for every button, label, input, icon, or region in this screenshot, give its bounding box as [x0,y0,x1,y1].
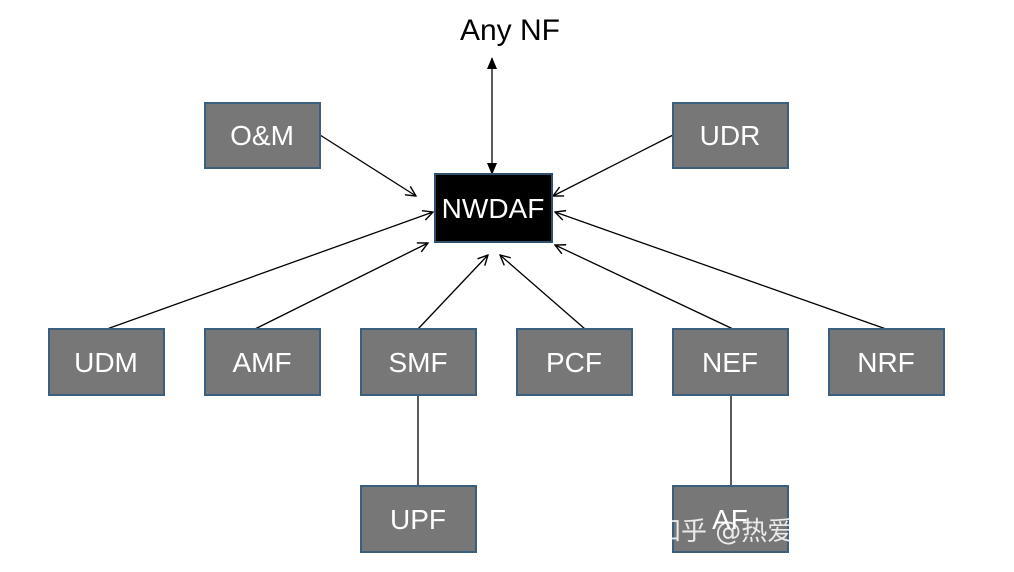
edge-udm-nwdaf [106,212,433,330]
node-nrf: NRF [828,328,945,396]
node-pcf: PCF [516,328,633,396]
edge-om-nwdaf [319,134,416,196]
node-pcf-label: PCF [546,347,602,378]
watermark-zhihu: 知乎 @热爱编程的通信人 [655,517,949,547]
node-upf-label: UPF [390,504,446,535]
node-smf-label: SMF [388,347,447,378]
node-amf: AMF [204,328,321,396]
node-om-label: O&M [230,120,294,151]
node-nrf-label: NRF [857,347,915,378]
node-amf-label: AMF [232,347,291,378]
node-smf: SMF [360,328,477,396]
node-udr-label: UDR [700,120,761,151]
node-upf: UPF [360,485,477,553]
edge-nrf-nwdaf [555,212,887,330]
node-udr: UDR [672,102,789,169]
node-af: AF [672,485,789,553]
edge-pcf-nwdaf [500,255,586,330]
node-nwdaf: NWDAF [434,173,553,243]
node-om: O&M [204,102,321,169]
node-udm-label: UDM [74,347,138,378]
edge-amf-nwdaf [254,243,428,330]
watermark-juejin: @稀土掘金技术社区 [838,535,982,554]
node-nef: NEF [672,328,789,396]
edges [106,57,887,486]
node-udm: UDM [48,328,165,396]
edge-udr-nwdaf [553,134,674,196]
node-af-label: AF [712,504,748,535]
any-nf-label: Any NF [460,14,560,47]
edge-nef-nwdaf [555,245,734,330]
edge-smf-nwdaf [417,255,488,330]
node-nwdaf-label: NWDAF [442,193,545,224]
node-nef-label: NEF [702,347,758,378]
